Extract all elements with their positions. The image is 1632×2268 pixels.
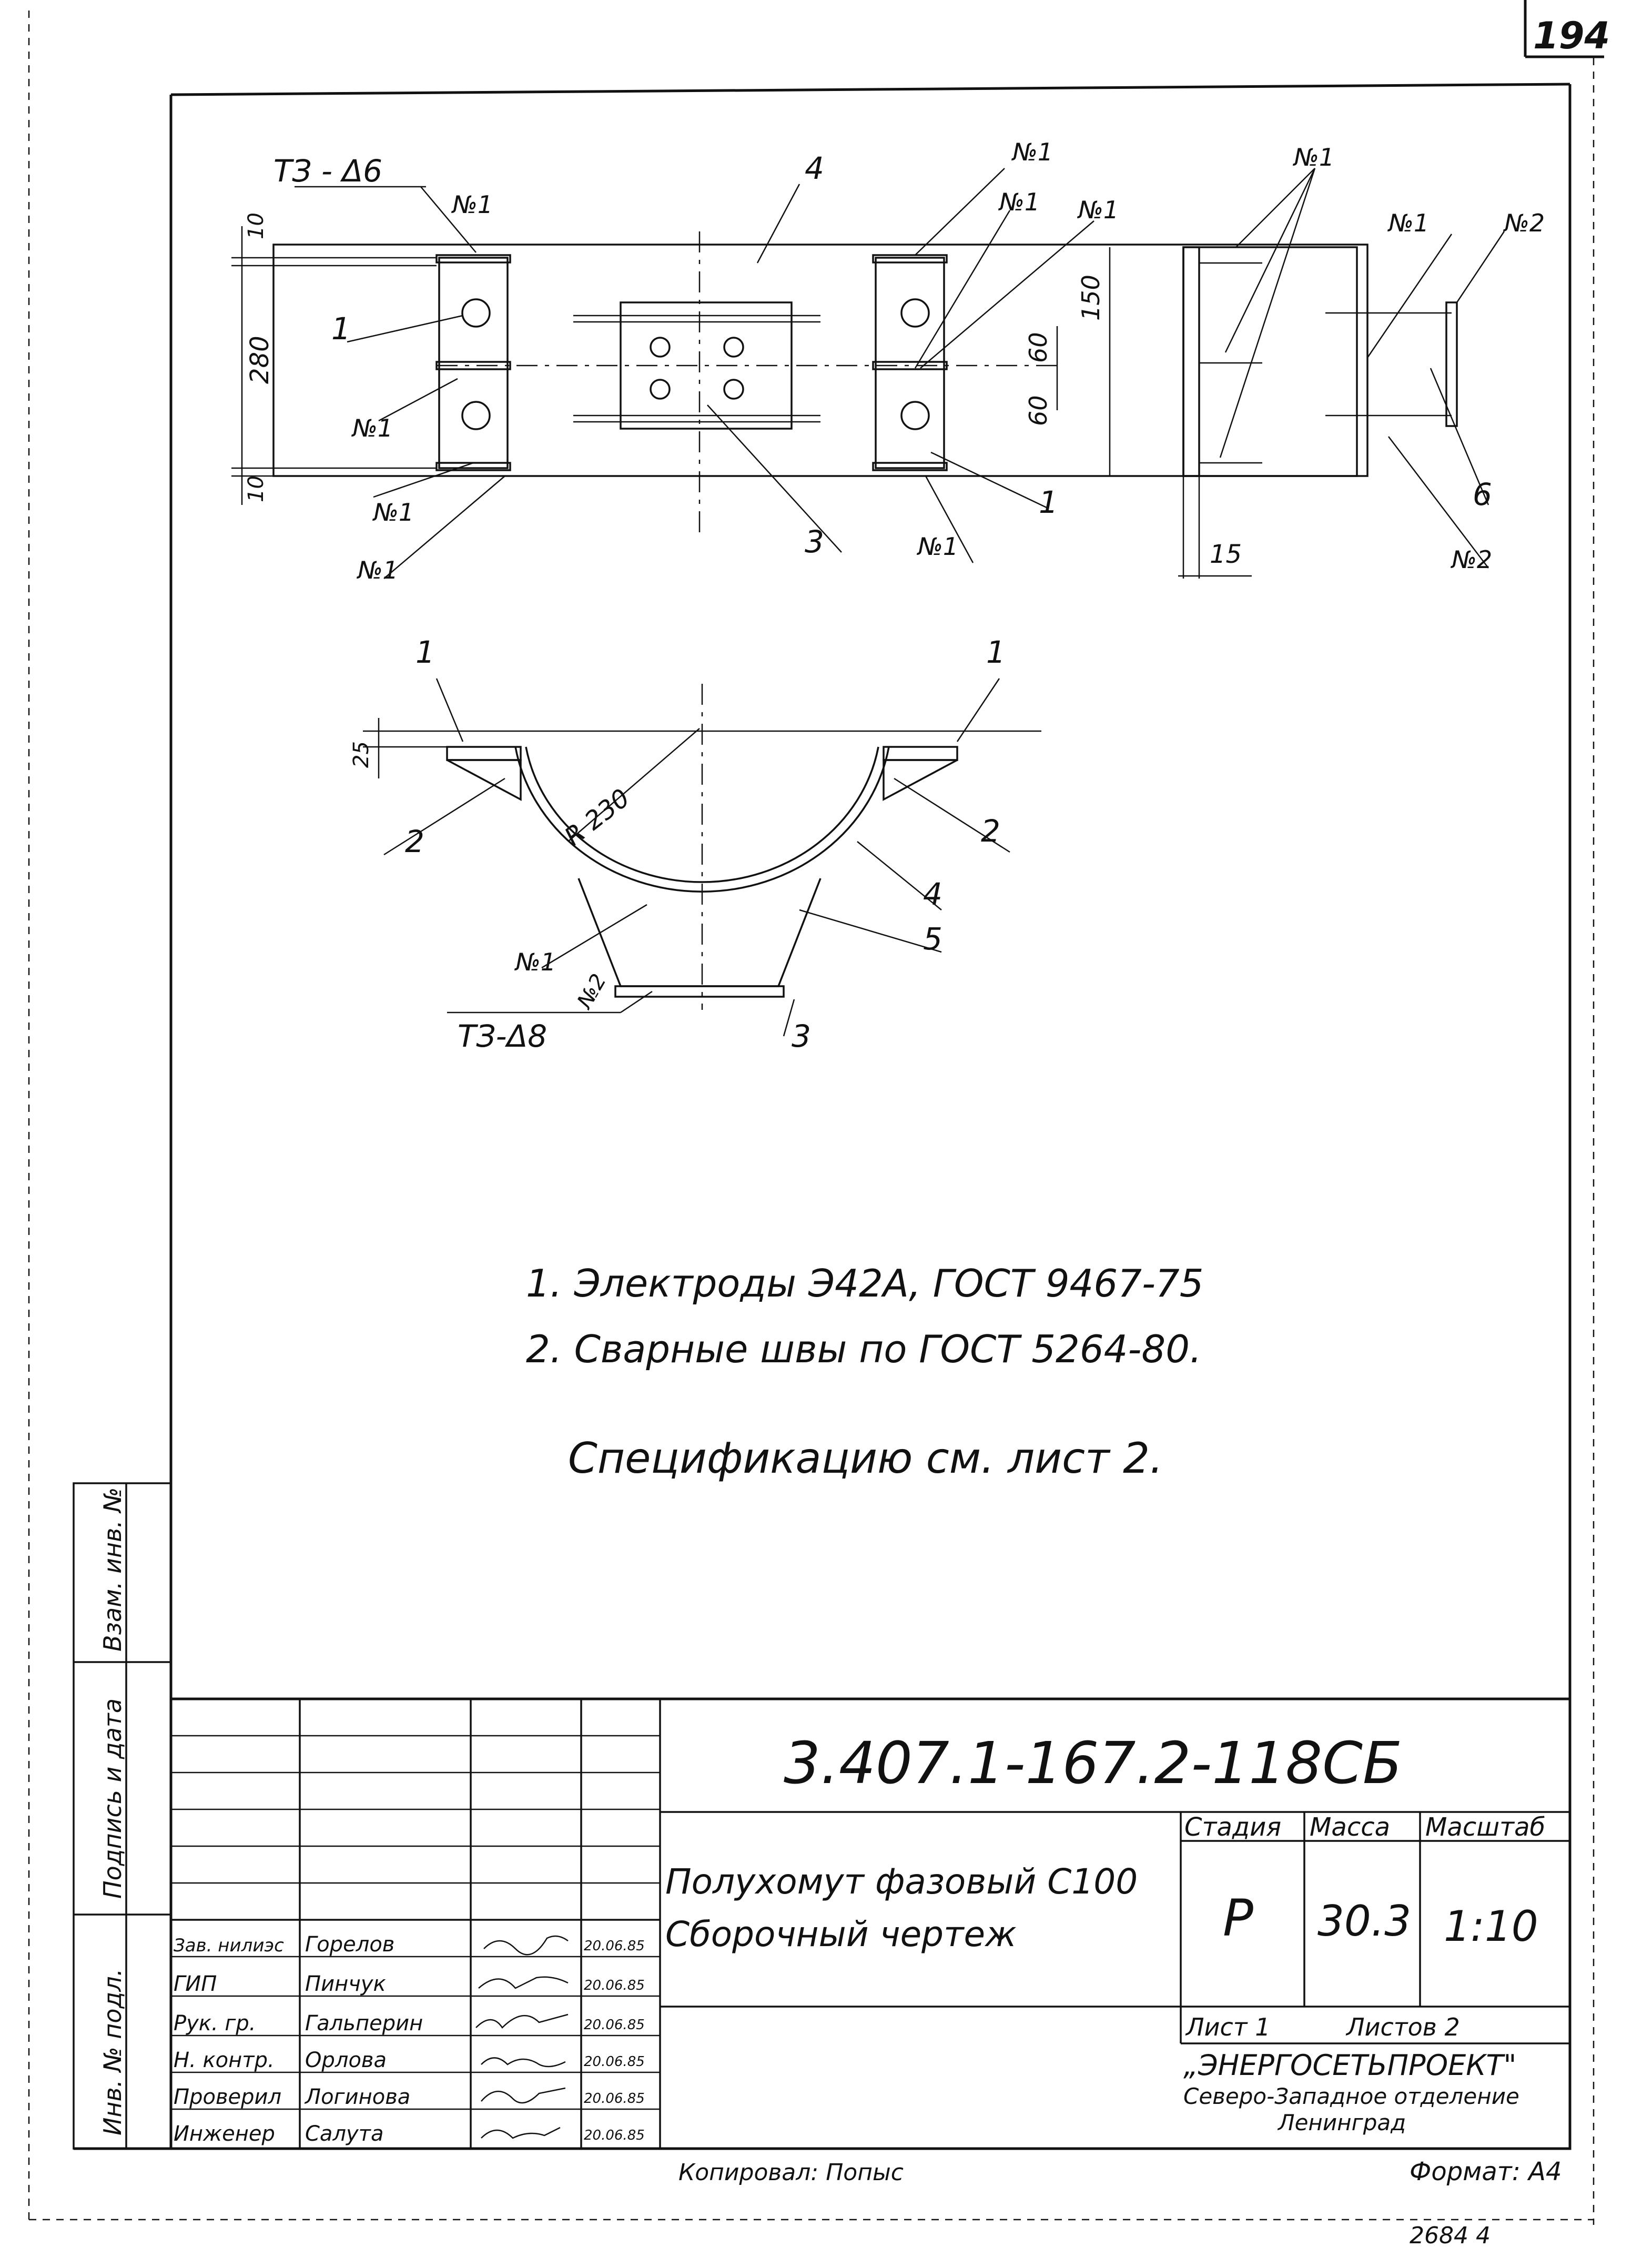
weld-mark-front-1: №1 <box>514 948 556 976</box>
format-label: Формат: А4 <box>1410 2157 1562 2186</box>
signer-role: Н. контр. <box>174 2048 275 2072</box>
part-label-1-right: 1 <box>1039 484 1058 520</box>
signer-name: Логинова <box>304 2085 410 2109</box>
signer-name: Горелов <box>305 1932 394 1957</box>
dim-25: 25 <box>349 741 373 768</box>
signer-row: Н. контр. Орлова 20.06.85 <box>174 2048 645 2072</box>
signature-mark <box>481 2057 566 2068</box>
title-block-grid <box>169 1697 1572 2150</box>
signer-name: Салута <box>305 2122 384 2146</box>
plan-view <box>231 168 1369 579</box>
org-division: Северо-Западное отделение <box>1183 2083 1519 2109</box>
weld-mark-side-4: №2 <box>1450 545 1492 574</box>
weld-mark-right-3: №1 <box>1077 196 1119 224</box>
part-label-1-left: 1 <box>331 311 351 347</box>
signer-role: Инженер <box>174 2122 275 2146</box>
signer-name: Орлова <box>305 2048 387 2072</box>
signer-date: 20.06.85 <box>584 2054 645 2070</box>
signer-date: 20.06.85 <box>584 2128 645 2143</box>
weld-mark-left-3: №1 <box>356 556 398 584</box>
dim-60-upper: 60 <box>1024 332 1052 363</box>
title-line-2: Сборочный чертеж <box>665 1914 1017 1955</box>
side-view <box>1178 168 1505 579</box>
dim-radius: R 230 <box>559 783 635 852</box>
signer-date: 20.06.85 <box>584 1938 645 1954</box>
margin-label-vzam: Взам. инв. № <box>98 1487 127 1652</box>
front-view <box>363 678 1041 1037</box>
signer-date: 20.06.85 <box>584 1978 645 1993</box>
weld-mark-left-1: №1 <box>351 414 393 442</box>
copy-number: 2684 4 <box>1410 2222 1491 2249</box>
signer-row: Зав. нилиэс Горелов 20.06.85 <box>174 1932 645 1957</box>
weld-mark-bottom-right: №1 <box>916 532 958 561</box>
title-line-1: Полухомут фазовый С100 <box>665 1861 1138 1902</box>
stage-value: Р <box>1223 1889 1253 1948</box>
org-name: „ЭНЕРГОСЕТЬПРОЕКТ" <box>1183 2049 1516 2082</box>
part-label-1-front-left: 1 <box>415 634 435 670</box>
weld-mark-right-1: №1 <box>1011 138 1053 166</box>
signer-role: ГИП <box>174 1972 217 1996</box>
scale-header: Масштаб <box>1425 1813 1545 1842</box>
signature-mark <box>483 1935 569 1956</box>
signer-role: Зав. нилиэс <box>174 1935 284 1956</box>
dim-60-lower: 60 <box>1024 395 1052 426</box>
weld-mark-side-1: №1 <box>1292 143 1334 171</box>
dim-15: 15 <box>1210 540 1242 569</box>
signer-name: Пинчук <box>305 1972 386 1996</box>
doc-code: 3.407.1-167.2-118СБ <box>784 1729 1402 1797</box>
mass-value: 30.3 <box>1317 1897 1411 1946</box>
signature-mark <box>478 1976 569 1989</box>
copied-by: Копировал: Попыс <box>678 2159 904 2186</box>
weld-label-top: ТЗ - Δ6 <box>273 153 382 189</box>
part-label-4-plan: 4 <box>805 150 824 186</box>
dim-280: 280 <box>245 336 275 384</box>
part-label-6: 6 <box>1473 477 1492 512</box>
dim-10-bottom: 10 <box>244 475 268 502</box>
margin-label-podpis: Подпись и дата <box>98 1698 127 1899</box>
part-label-3-plan: 3 <box>805 524 824 560</box>
part-label-3-front: 3 <box>792 1018 811 1054</box>
sheets-total: Листов 2 <box>1345 2013 1460 2041</box>
part-label-2-right: 2 <box>981 813 1000 849</box>
margin-label-inv: Инв. № подл. <box>98 1969 127 2135</box>
weld-mark-front-2: №2 <box>572 970 611 1014</box>
part-label-5: 5 <box>923 921 942 957</box>
dim-10-top: 10 <box>244 212 268 239</box>
signer-row: Инженер Салута 20.06.85 <box>174 2122 645 2146</box>
weld-mark-side-2: №1 <box>1387 209 1429 237</box>
part-label-1-front-right: 1 <box>986 634 1006 670</box>
signer-role: Рук. гр. <box>174 2011 256 2036</box>
weld-mark-side-3: №2 <box>1503 209 1545 237</box>
org-city: Ленинград <box>1277 2110 1406 2135</box>
weld-mark-right-2: №1 <box>998 188 1040 216</box>
signer-name: Гальперин <box>305 2011 423 2036</box>
signer-date: 20.06.85 <box>584 2017 645 2033</box>
mass-header: Масса <box>1310 1813 1390 1842</box>
signature-mark <box>481 2087 566 2104</box>
sheet-number: 194 <box>1533 14 1610 57</box>
signer-row: Проверил Логинова 20.06.85 <box>174 2085 645 2109</box>
scale-value: 1:10 <box>1444 1902 1538 1951</box>
weld-label-bottom: ТЗ-Δ8 <box>458 1018 547 1054</box>
part-label-2-left: 2 <box>405 824 424 859</box>
weld-mark-left-2: №1 <box>372 498 414 526</box>
dim-150: 150 <box>1077 275 1105 321</box>
signer-row: Рук. гр. Гальперин 20.06.85 <box>174 2011 645 2036</box>
weld-mark-top-left: №1 <box>451 190 493 219</box>
signature-mark <box>481 2127 561 2139</box>
part-label-4-front: 4 <box>923 876 942 912</box>
note-1: 1. Электроды Э42А, ГОСТ 9467-75 <box>526 1261 1204 1305</box>
signer-row: ГИП Пинчук 20.06.85 <box>174 1972 645 1996</box>
signer-date: 20.06.85 <box>584 2091 645 2107</box>
signer-role: Проверил <box>174 2085 281 2109</box>
note-2: 2. Сварные швы по ГОСТ 5264-80. <box>526 1327 1202 1371</box>
stage-header: Стадия <box>1184 1813 1281 1842</box>
spec-note: Спецификацию см. лист 2. <box>568 1434 1163 1483</box>
sheet-label: Лист 1 <box>1185 2013 1270 2041</box>
signature-mark <box>475 2013 569 2029</box>
